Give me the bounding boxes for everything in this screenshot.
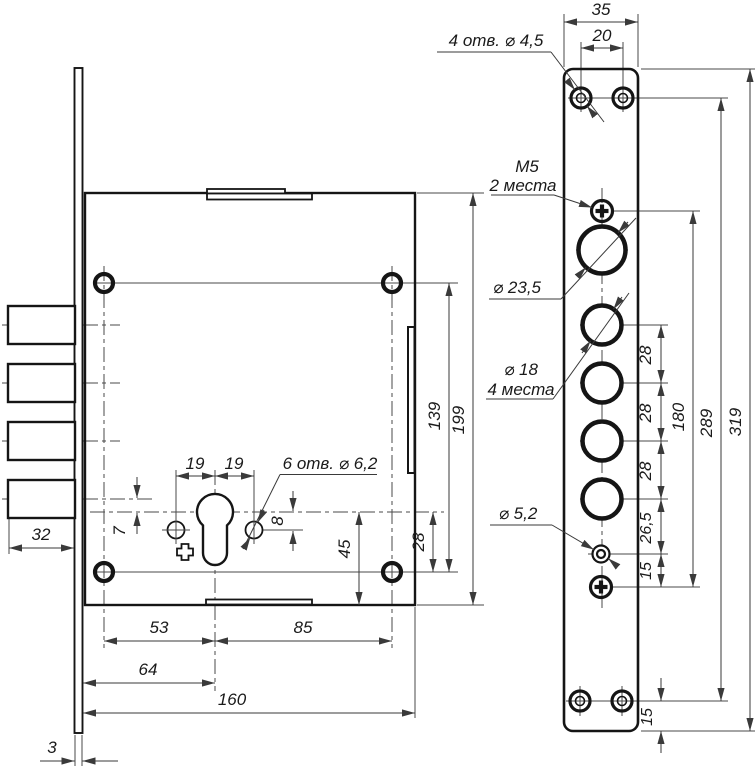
label-d18-places-text: 4 места xyxy=(487,380,554,399)
dim-3: 3 xyxy=(47,738,57,757)
left-view-dimensions: 19 19 8 7 45 28 139 199 53 85 64 160 xyxy=(9,193,477,765)
side-slot xyxy=(407,326,416,474)
label-six-holes: 6 отв. ⌀ 6,2 xyxy=(240,454,378,551)
dim-26-5: 26,5 xyxy=(638,512,655,544)
label-four-holes-text: 4 отв. ⌀ 4,5 xyxy=(449,31,544,50)
bolt-hole-d18-4 xyxy=(580,477,624,521)
case-fixing-holes xyxy=(92,271,404,584)
label-d23-5-text: ⌀ 23,5 xyxy=(493,278,542,297)
right-view-faceplate: 35 20 28 28 28 26,5 15 180 289 319 15 xyxy=(437,0,755,753)
fixing-hole-bottom-right xyxy=(380,560,404,584)
label-d18-text: ⌀ 18 xyxy=(504,360,538,379)
faceplate-outline xyxy=(562,67,640,733)
hole-d5-2 xyxy=(591,544,611,564)
label-m5: М5 2 места xyxy=(488,157,593,208)
left-view-extension-lines xyxy=(8,192,484,766)
dim-7: 7 xyxy=(110,526,129,536)
dim-28-a: 28 xyxy=(636,345,655,365)
dim-53: 53 xyxy=(150,618,169,637)
dim-28-b: 28 xyxy=(636,403,655,423)
bolt-hole-d18-1 xyxy=(580,303,624,347)
dim-8: 8 xyxy=(268,516,287,526)
dim-32: 32 xyxy=(32,525,51,544)
deadbolt-4 xyxy=(6,478,77,520)
fixing-hole-top-right xyxy=(380,271,404,295)
dim-64: 64 xyxy=(139,660,158,679)
fixing-hole-top-left xyxy=(92,271,116,295)
dim-19-left: 19 xyxy=(186,454,205,473)
label-m5-text: М5 xyxy=(515,157,539,176)
dim-139: 139 xyxy=(425,401,444,430)
label-m5-places-text: 2 места xyxy=(488,176,556,195)
dim-160: 160 xyxy=(218,690,247,709)
dim-20: 20 xyxy=(592,26,612,45)
bolt-hole-d18-2 xyxy=(580,361,624,405)
dim-199: 199 xyxy=(449,405,468,434)
dim-15-chain: 15 xyxy=(638,562,655,580)
dim-45: 45 xyxy=(335,539,354,558)
deadbolts xyxy=(6,304,77,520)
dim-28-left-view: 28 xyxy=(409,532,428,552)
deadbolt-2 xyxy=(6,362,77,404)
label-four-holes: 4 отв. ⌀ 4,5 xyxy=(437,31,605,123)
label-six-holes-text: 6 отв. ⌀ 6,2 xyxy=(283,454,378,473)
dim-35: 35 xyxy=(592,0,611,19)
fixing-hole-bottom-left xyxy=(92,560,116,584)
bottom-latch-tab xyxy=(205,598,313,606)
dim-289: 289 xyxy=(697,408,716,438)
dim-319: 319 xyxy=(726,407,745,436)
euro-cylinder-keyhole xyxy=(195,492,235,567)
right-view-dimensions: 35 20 28 28 28 26,5 15 180 289 319 15 xyxy=(564,0,754,753)
left-view-lock-body: 19 19 8 7 45 28 139 199 53 85 64 160 xyxy=(2,67,484,766)
deadbolt-1 xyxy=(6,304,77,346)
bolt-hole-d18-3 xyxy=(580,419,624,463)
cylinder-hole-d23-5 xyxy=(576,224,628,276)
label-d5-2-text: ⌀ 5,2 xyxy=(499,504,538,523)
dim-180: 180 xyxy=(669,402,688,431)
dim-15-bottom: 15 xyxy=(639,708,656,726)
deadbolt-3 xyxy=(6,420,77,462)
label-d18: ⌀ 18 4 места xyxy=(486,292,630,400)
lock-case-outline xyxy=(83,191,417,607)
label-d23-5: ⌀ 23,5 xyxy=(489,217,637,300)
label-d5-2: ⌀ 5,2 xyxy=(490,504,621,570)
dim-85: 85 xyxy=(294,618,313,637)
top-latch-tab-lower xyxy=(206,192,313,201)
dim-28-c: 28 xyxy=(636,461,655,481)
cross-cutout xyxy=(176,543,194,561)
dim-19-right: 19 xyxy=(225,454,244,473)
m5-screw-bottom xyxy=(591,577,612,598)
